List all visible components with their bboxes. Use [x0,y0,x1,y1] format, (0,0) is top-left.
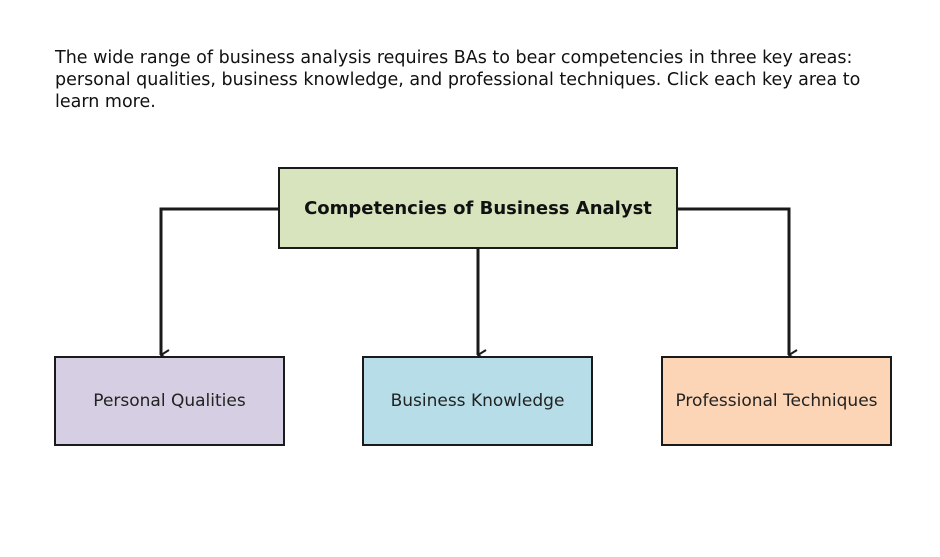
root-node-label: Competencies of Business Analyst [304,197,652,219]
intro-text: The wide range of business analysis requ… [55,48,861,112]
connector-to-professional-techniques [677,207,789,355]
root-node-competencies: Competencies of Business Analyst [278,167,678,249]
key-area-label: Personal Qualities [93,391,246,411]
key-area-label: Business Knowledge [390,391,565,411]
key-area-professional-techniques[interactable]: Professional Techniques [661,356,892,446]
key-area-label: Professional Techniques [675,391,878,411]
key-area-personal-qualities[interactable]: Personal Qualities [54,356,285,446]
connector-to-personal-qualities [159,207,279,355]
key-area-business-knowledge[interactable]: Business Knowledge [362,356,593,446]
